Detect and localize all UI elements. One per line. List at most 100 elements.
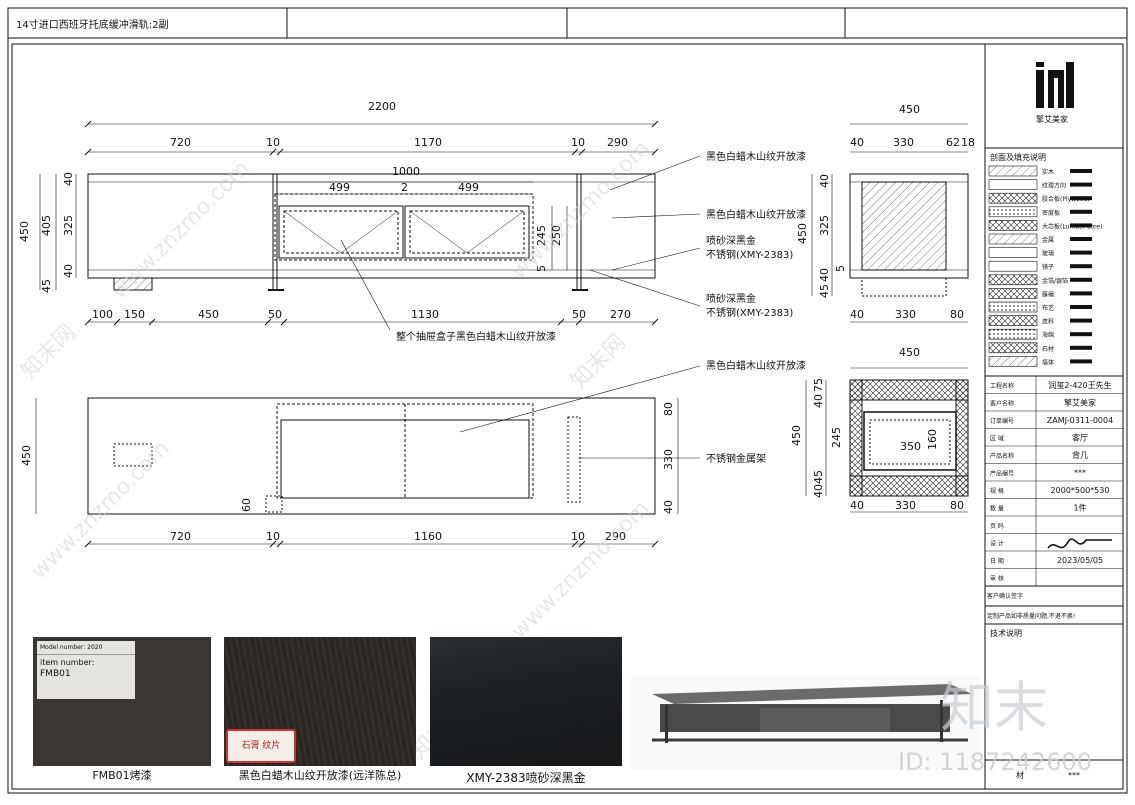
- sample-label-card: Model number: 2020 item number: FMB01: [37, 641, 135, 699]
- info-label: 数 量: [990, 505, 1004, 513]
- label-drawer-box: 整个抽屉盒子黑色白蜡木山纹开放漆: [396, 330, 556, 343]
- label-steel-2b: 不锈钢(XMY-2383): [706, 306, 793, 319]
- legend-item: 墙体: [1042, 358, 1054, 366]
- legend-swatch: [988, 233, 1038, 245]
- dim-height-45: 45: [40, 279, 53, 293]
- dim-side-width: 450: [899, 103, 920, 116]
- dim-height-40a: 40: [62, 172, 75, 186]
- brand-name: 擎艾美家: [1036, 114, 1068, 124]
- legend-swatch: [988, 192, 1038, 204]
- dim-side-top-4: 18: [961, 136, 975, 149]
- sample-photo-fmb01: Model number: 2020 item number: FMB01: [33, 637, 211, 766]
- legend-item: 纹理方向: [1042, 182, 1066, 190]
- info-value: ***: [1074, 469, 1086, 478]
- dim-bottom-6: 50: [572, 308, 586, 321]
- watermark-brand-1: 知末网: [17, 320, 81, 384]
- watermark-site-1: www.znzmo.com: [107, 156, 255, 304]
- dim-side-top-3: 62: [946, 136, 960, 149]
- legend-title: 剖面及填充说明: [990, 152, 1046, 162]
- info-value: ZAMJ-0311-0004: [1047, 416, 1113, 425]
- dim-section-inner-width: 350: [900, 440, 921, 453]
- legend-item: 实木: [1042, 168, 1054, 176]
- tech-note: 技术说明: [990, 628, 1022, 638]
- side-view: 450 40 330 62 18 450 40 325 45 40 5 40 3…: [796, 103, 975, 323]
- watermark-id: ID: 1187242600: [898, 748, 1092, 776]
- dim-plan-right-2: 330: [662, 449, 675, 470]
- dim-bottom-5: 1130: [411, 308, 439, 321]
- dim-plan-small: 60: [240, 498, 253, 512]
- dim-plan-height: 450: [20, 445, 33, 466]
- sample-caption-2: 黑色白蜡木山纹开放漆(远洋陈总): [238, 769, 402, 782]
- dim-plan-5: 290: [605, 530, 626, 543]
- legend-bar: [1070, 305, 1092, 309]
- dim-top-5: 290: [607, 136, 628, 149]
- legend-bar: [1070, 169, 1092, 173]
- sample-caption-3: XMY-2383喷砂深黑金: [466, 771, 586, 785]
- dim-bottom-3: 450: [198, 308, 219, 321]
- dim-side-bottom-3: 80: [950, 308, 964, 321]
- info-label: 区 域: [990, 435, 1004, 443]
- sample-photo-metal: [430, 637, 622, 766]
- legend-swatch: [988, 356, 1038, 367]
- info-value: 润玺2-420王先生: [1048, 380, 1111, 390]
- legend-item: 布艺: [1042, 304, 1054, 312]
- legend-bar: [1070, 182, 1092, 187]
- dim-side-top-2: 330: [893, 136, 914, 149]
- top-plan-view: 黑色白蜡木山纹开放漆 不锈钢金属架 450 80 330 40 60 720 1…: [20, 359, 806, 548]
- notice: 定制产品如非质量问题,不退不换!: [987, 612, 1075, 620]
- legend-swatch: [988, 328, 1038, 340]
- legend-item: 玻璃: [1042, 250, 1054, 258]
- legend-bar: [1070, 209, 1092, 214]
- dim-height-325: 325: [62, 215, 75, 236]
- info-label: 客户名称: [990, 400, 1014, 408]
- dim-height-405: 405: [40, 215, 53, 236]
- dim-section-h-4: 45: [812, 470, 825, 484]
- label-steel-2a: 喷砂深黑金: [706, 292, 756, 305]
- label-finish-3: 黑色白蜡木山纹开放漆: [706, 359, 806, 372]
- watermark-brand-2: 知末网: [567, 330, 631, 394]
- dim-section-h-5: 40: [812, 484, 825, 498]
- product-render: [630, 676, 980, 770]
- header-title: 14寸进口西班牙托底缓冲滑轨:2副: [16, 18, 168, 31]
- dim-section-bottom-2: 330: [895, 499, 916, 512]
- dim-drawer-250: 250: [550, 225, 563, 246]
- info-label: 产品名称: [990, 452, 1014, 460]
- section-view: 450 450 75 40 245 45 40 350 160 40 330 8…: [790, 346, 969, 513]
- dim-section-h-1: 75: [812, 378, 825, 392]
- legend-swatch: [988, 342, 1038, 354]
- legend-bar: [1070, 359, 1092, 364]
- dim-top-4: 10: [571, 136, 585, 149]
- legend-bar: [1070, 345, 1092, 350]
- legend-bar: [1070, 250, 1092, 255]
- sample-item-label: item number:: [40, 658, 95, 667]
- info-value: 客厅: [1072, 433, 1088, 443]
- dim-plan-2: 10: [266, 530, 280, 543]
- sample-photo-ash-wood: 石膏 纹片: [224, 637, 416, 766]
- client-confirm: 客户确认签字: [987, 592, 1023, 600]
- dim-side-h-1: 40: [818, 174, 831, 188]
- dim-section-width: 450: [899, 346, 920, 359]
- dim-height-40b: 40: [62, 264, 75, 278]
- info-label: 页 码: [990, 522, 1004, 530]
- legend-item: 胶合板(Plywood): [1042, 195, 1090, 203]
- dim-drawer-half-1: 499: [329, 181, 350, 194]
- legend-item: 藤编: [1042, 290, 1054, 298]
- legend-item: 密度板: [1042, 209, 1060, 217]
- label-finish-1: 黑色白蜡木山纹开放漆: [706, 150, 806, 163]
- legend-swatch: [988, 247, 1038, 258]
- dim-plan-right-3: 40: [662, 500, 675, 514]
- info-label: 订单编号: [990, 417, 1014, 425]
- dim-section-bottom-3: 80: [950, 499, 964, 512]
- legend-bar: [1070, 196, 1092, 201]
- legend-item: 海绵: [1042, 331, 1054, 339]
- legend-swatch: [988, 179, 1038, 190]
- dim-side-height: 450: [796, 223, 809, 244]
- brand-logo: [1036, 62, 1074, 108]
- designer-signature: [1047, 538, 1112, 549]
- info-value: 1件: [1073, 503, 1086, 513]
- dim-side-h-4: 40: [818, 268, 831, 282]
- info-value: 2023/05/05: [1057, 556, 1103, 565]
- material-label: 材: [1016, 770, 1024, 780]
